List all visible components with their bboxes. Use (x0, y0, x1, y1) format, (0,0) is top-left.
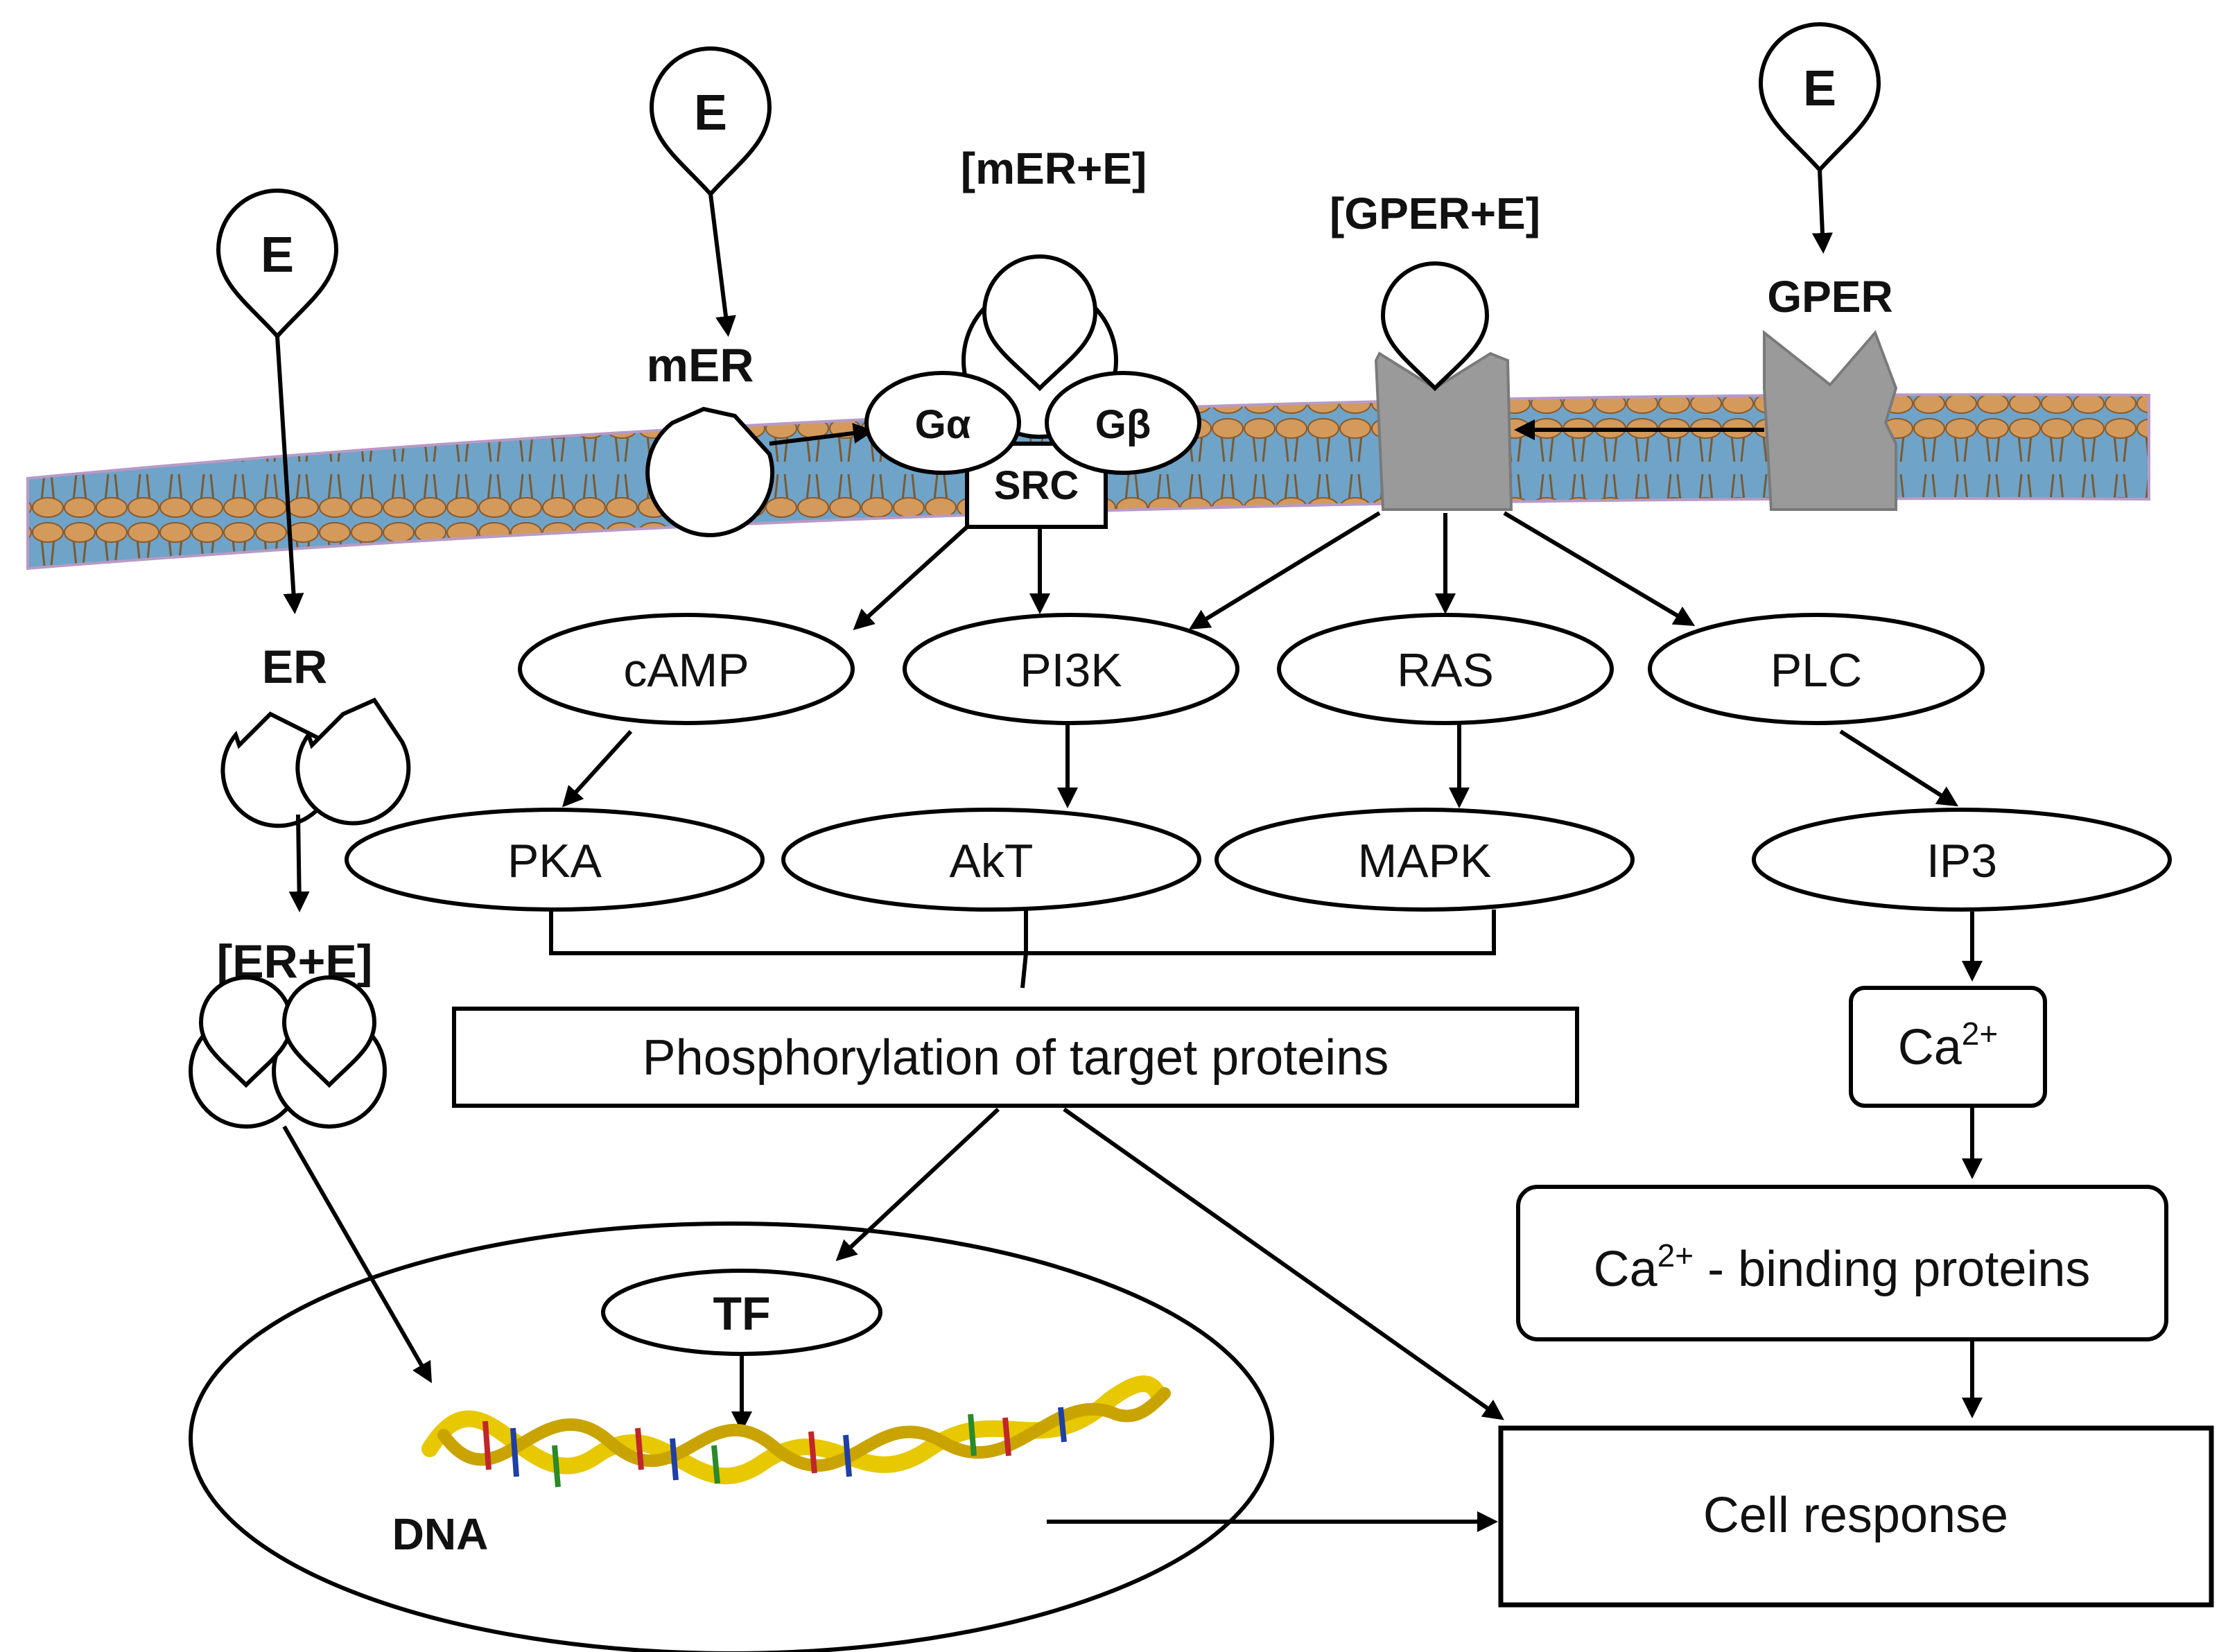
ligand-label: E (694, 85, 727, 141)
ip3-node: IP3 (1752, 808, 2172, 912)
mer-complex-label: [mER+E] (961, 144, 1147, 193)
er-e-complex: [ER+E] (189, 935, 387, 1129)
ligand-label: E (1803, 61, 1836, 116)
er-label: ER (262, 641, 327, 693)
ligand-label: E (261, 227, 294, 283)
src-label: SRC (994, 463, 1079, 508)
mer-receptor: mER (645, 339, 775, 537)
nucleus (189, 1221, 1274, 1652)
svg-text:PLC: PLC (1770, 644, 1862, 697)
phosphorylation-box: Phosphorylation of target proteins (452, 1007, 1579, 1108)
svg-text:PI3K: PI3K (1020, 644, 1122, 697)
gbeta-label: Gβ (1095, 402, 1151, 447)
arrow-gper-to-plc (1503, 511, 1696, 627)
arrow-ligand-to-gper (1811, 169, 1833, 254)
estrogen-ligand-mer: E (649, 46, 772, 198)
svg-text:cAMP: cAMP (623, 644, 749, 697)
arrow-plc-to-ip3 (1839, 729, 1959, 807)
gper-e-complex: [GPER+E] (1330, 189, 1540, 511)
arrow-mer-to-gprotein (769, 423, 874, 446)
arrow-er-to-complex (288, 814, 310, 912)
galpha-label: Gα (915, 402, 971, 447)
ras-node: RAS (1277, 613, 1614, 725)
pka-node: PKA (345, 808, 765, 912)
tf-node: TF (601, 1269, 882, 1356)
mer-label: mER (647, 339, 754, 392)
dna-helix (421, 1375, 1171, 1488)
svg-text:Ca2+ - binding proteins: Ca2+ - binding proteins (1594, 1237, 2091, 1297)
gper-complex-label: [GPER+E] (1330, 189, 1540, 238)
svg-text:RAS: RAS (1397, 644, 1494, 697)
svg-text:MAPK: MAPK (1358, 835, 1492, 887)
arrow-camp-to-pka (562, 729, 633, 808)
cell-response-box: Cell response (1498, 1425, 2214, 1608)
camp-node: cAMP (518, 613, 855, 725)
svg-text:AkT: AkT (950, 835, 1034, 887)
arrow-ligand-to-er (275, 336, 304, 614)
estrogen-ligand-gper: E (1758, 22, 1881, 173)
arrow-phospho-to-tf (835, 1107, 1000, 1262)
pi3k-node: PI3K (903, 613, 1239, 725)
gper-receptor: GPER (1763, 272, 1898, 511)
akt-node: AkT (781, 808, 1201, 912)
er-receptor: ER (220, 641, 411, 828)
arrow-ligand-to-mer (708, 193, 736, 337)
svg-text:PKA: PKA (507, 835, 602, 887)
kinase-bracket (549, 910, 1496, 989)
svg-text:Ca2+: Ca2+ (1898, 1016, 1999, 1075)
svg-text:TF: TF (713, 1287, 770, 1340)
svg-text:Phosphorylation of target prot: Phosphorylation of target proteins (643, 1030, 1389, 1086)
arrow-src-to-camp (853, 525, 969, 631)
mapk-node: MAPK (1215, 808, 1635, 912)
svg-text:IP3: IP3 (1926, 835, 1997, 887)
arrow-gper-to-pi3k (1188, 511, 1381, 630)
svg-text:Cell response: Cell response (1703, 1488, 2008, 1543)
plc-node: PLC (1648, 613, 1985, 725)
arrow-phospho-to-response (1063, 1107, 1504, 1420)
calcium-binding-proteins-node: Ca2+ - binding proteins (1516, 1185, 2168, 1341)
arrow-ercomplex-to-dna (282, 1125, 432, 1384)
mer-e-complex: [mER+E] SRC Gα Gβ (864, 144, 1201, 529)
gper-label: GPER (1767, 272, 1892, 322)
estrogen-ligand-left: E (216, 189, 339, 340)
dna-label: DNA (392, 1509, 489, 1559)
calcium-node: Ca2+ (1849, 986, 2047, 1108)
